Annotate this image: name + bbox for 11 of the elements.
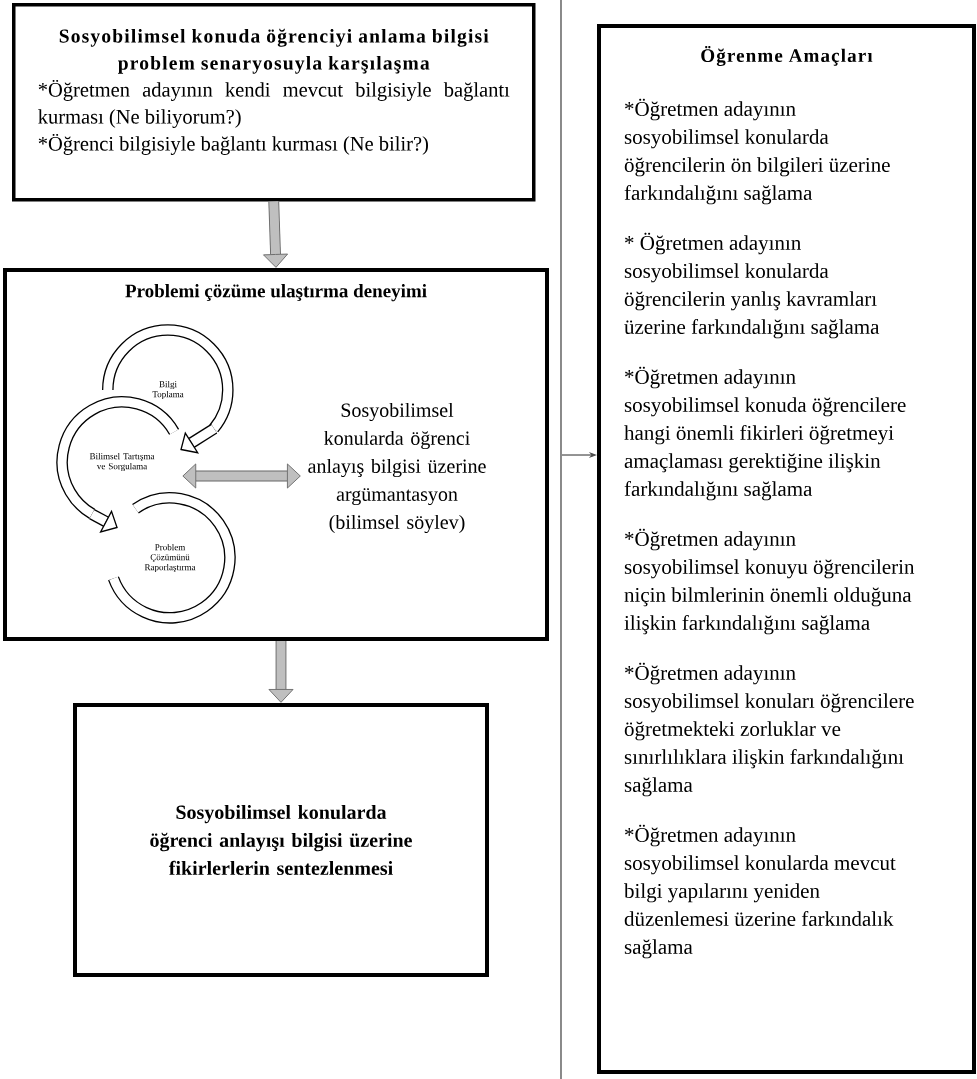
process-box: Sosyobilimsel konularda öğrenci anlayışı bilgisi üzerine fikirlerlerin sentezlenmesi: [73, 703, 489, 977]
arrow: [263, 201, 289, 268]
arrow: [182, 463, 301, 489]
process-box: Sosyobilimsel konuda öğrenciyi anlama bilgisi problem senaryosuyla karşılaşma *Öğretmen adayının kendi mevcut bilgisiyle bağlantı kurması (Ne biliyorum?) *Öğrenci bilgisiyle bağlantı kurması (Ne bilir?): [12, 3, 536, 202]
arrow: [180, 423, 218, 454]
arrow: [268, 641, 294, 703]
argument-text: Sosyobilimsel konularda öğrenci anlayış bilgisi üzerine argümantasyon (bilimsel söylev): [308, 402, 486, 534]
arrow: [89, 509, 118, 533]
circular-arrow-step: Bilgi Toplama: [102, 324, 234, 433]
objectives-box: Öğrenme Amaçları *Öğretmen adayının sosyobilimsel konularda öğrencilerin ön bilgileri üzerine farkındalığını sağlama * Öğretmen adayının sosyobilimsel konularda öğrencilerin yanlış kavramları üzerine farkındalığını sağlama *Öğretmen adayının sosyobilimsel konuda öğrencilere hangi önemli fikirleri öğretmeyi amaçlaması gerektiğine ilişkin farkındalığını sağlama *Öğretmen adayının sosyobilimsel konuyu öğrencilerin niçin bilmlerinin önemli olduğuna ilişkin farkındalığını sağlama *Öğretmen adayının sosyobilimsel konuları öğrencilere öğretmekteki zorluklar ve sınırlılıklara ilişkin farkındalığını sağlama *Öğretmen adayının sosyobilimsel konularda mevcut bilgi yapılarını yeniden düzenlemesi üzerine farkındalık sağlama: [597, 24, 976, 1074]
circular-arrow-step: Problem Çözümünü Raporlaştırma: [108, 492, 236, 624]
